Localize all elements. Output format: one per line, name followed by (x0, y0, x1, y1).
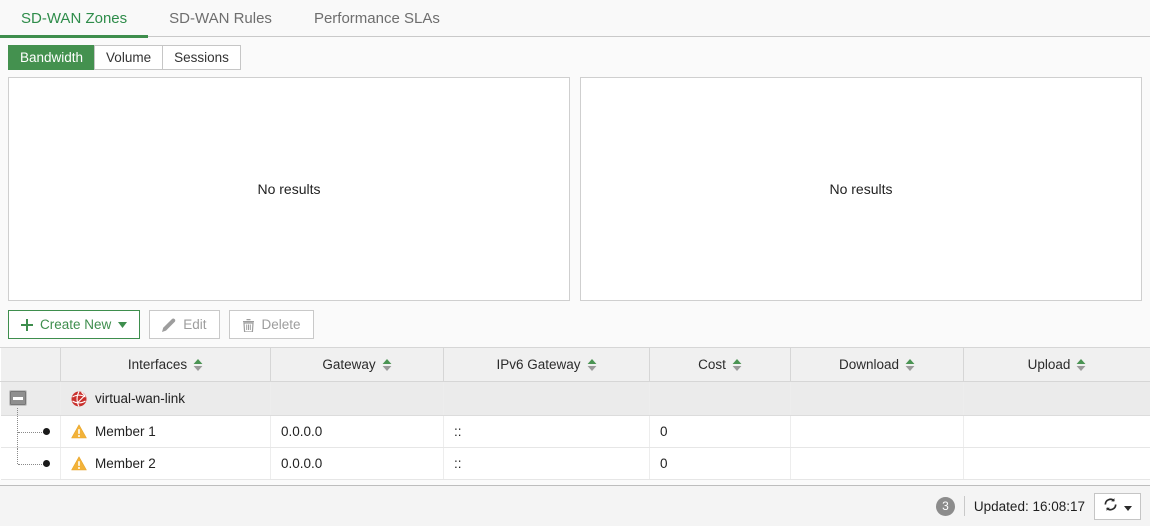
column-label: Upload (1027, 357, 1071, 372)
ipv6-gateway-cell: :: (443, 415, 650, 448)
chevron-down-icon (118, 321, 128, 328)
refresh-icon (1103, 497, 1118, 515)
ipv6-gateway-cell: :: (443, 447, 650, 480)
cost-cell: 0 (649, 447, 791, 480)
tab-label: Performance SLAs (313, 9, 440, 27)
plus-icon (21, 318, 33, 331)
column-header-ipv6-gateway[interactable]: IPv6 Gateway (443, 347, 650, 382)
table-row-zone[interactable]: virtual-wan-link (0, 381, 1150, 416)
bandwidth-chart-panel-left: No results (8, 77, 570, 301)
tab-label: SD-WAN Rules (169, 9, 272, 27)
chart-mode-subtabs: Bandwidth Volume Sessions (0, 37, 1150, 70)
sdwan-members-table: Interfaces Gateway IPv6 Gateway Cost Dow… (0, 347, 1150, 480)
edit-label: Edit (183, 317, 207, 332)
table-row-member-1[interactable]: Member 1 0.0.0.0 :: 0 (0, 415, 1150, 448)
member-name: Member 1 (95, 424, 156, 439)
tab-label: SD-WAN Zones (21, 9, 128, 27)
column-label: Download (838, 357, 900, 372)
tree-cell (0, 447, 61, 480)
column-label: Gateway (322, 357, 376, 372)
tree-cell (0, 381, 61, 416)
delete-button[interactable]: Delete (228, 310, 314, 339)
no-results-text: No results (257, 181, 321, 197)
tab-performance-slas[interactable]: Performance SLAs (293, 0, 461, 36)
gateway-cell: 0.0.0.0 (270, 415, 444, 448)
column-label: Cost (698, 357, 726, 372)
subtab-bandwidth[interactable]: Bandwidth (8, 45, 96, 70)
tree-branch (17, 431, 44, 433)
download-cell (790, 381, 964, 416)
sort-icon (382, 358, 392, 371)
interfaces-cell: Member 1 (60, 415, 271, 448)
table-header-row: Interfaces Gateway IPv6 Gateway Cost Dow… (0, 347, 1150, 382)
zone-name: virtual-wan-link (95, 391, 186, 406)
status-bar: 3 Updated: 16:08:17 (0, 485, 1150, 526)
expand-column-header (0, 347, 61, 382)
upload-cell (963, 415, 1150, 448)
tree-line (16, 408, 18, 415)
collapse-icon[interactable] (8, 390, 27, 406)
row-count-badge: 3 (935, 496, 955, 516)
member-name: Member 2 (95, 456, 156, 471)
table-row-member-2[interactable]: Member 2 0.0.0.0 :: 0 (0, 447, 1150, 480)
warning-icon (71, 456, 87, 471)
main-tabbar: SD-WAN Zones SD-WAN Rules Performance SL… (0, 0, 1150, 38)
create-new-button[interactable]: Create New (8, 310, 141, 339)
subtab-volume[interactable]: Volume (94, 45, 164, 70)
updated-timestamp: Updated: 16:08:17 (973, 498, 1085, 514)
sort-icon (587, 358, 596, 371)
ipv6-gateway-cell (443, 381, 650, 416)
column-header-cost[interactable]: Cost (649, 347, 791, 382)
tree-branch (17, 463, 44, 465)
cost-cell (649, 381, 791, 416)
sort-icon (1076, 358, 1086, 371)
table-toolbar: Create New Edit Delete (8, 310, 1142, 339)
gateway-cell (270, 381, 444, 416)
tab-sdwan-rules[interactable]: SD-WAN Rules (148, 0, 293, 36)
sort-icon (905, 358, 915, 371)
interfaces-cell: Member 2 (60, 447, 271, 480)
cost-cell: 0 (649, 415, 791, 448)
column-header-interfaces[interactable]: Interfaces (60, 347, 271, 382)
trash-icon (242, 318, 255, 332)
sort-icon (193, 358, 203, 371)
upload-cell (963, 381, 1150, 416)
tree-line (16, 448, 18, 464)
tree-bullet (42, 460, 50, 467)
edit-button[interactable]: Edit (149, 310, 220, 339)
footer-divider (963, 496, 965, 516)
gateway-cell: 0.0.0.0 (270, 447, 444, 480)
upload-cell (963, 447, 1150, 480)
tree-cell (0, 415, 61, 448)
tree-bullet (42, 428, 50, 435)
no-results-text: No results (829, 181, 893, 197)
create-new-label: Create New (40, 317, 112, 332)
column-header-gateway[interactable]: Gateway (270, 347, 444, 382)
interfaces-cell: virtual-wan-link (60, 381, 271, 416)
column-header-upload[interactable]: Upload (963, 347, 1150, 382)
column-label: Interfaces (127, 357, 188, 372)
pencil-icon (162, 318, 176, 332)
chart-panels: No results No results (8, 77, 1142, 301)
chevron-down-icon (1124, 499, 1132, 514)
column-header-download[interactable]: Download (790, 347, 964, 382)
delete-label: Delete (261, 317, 301, 332)
sdwan-zone-icon (71, 390, 87, 407)
download-cell (790, 415, 964, 448)
column-label: IPv6 Gateway (496, 357, 581, 372)
tab-sdwan-zones[interactable]: SD-WAN Zones (0, 0, 149, 38)
bandwidth-chart-panel-right: No results (580, 77, 1142, 301)
download-cell (790, 447, 964, 480)
tree-line (16, 416, 18, 447)
refresh-button[interactable] (1094, 492, 1141, 520)
sort-icon (732, 358, 742, 371)
subtab-sessions[interactable]: Sessions (162, 45, 241, 70)
warning-icon (71, 424, 87, 439)
